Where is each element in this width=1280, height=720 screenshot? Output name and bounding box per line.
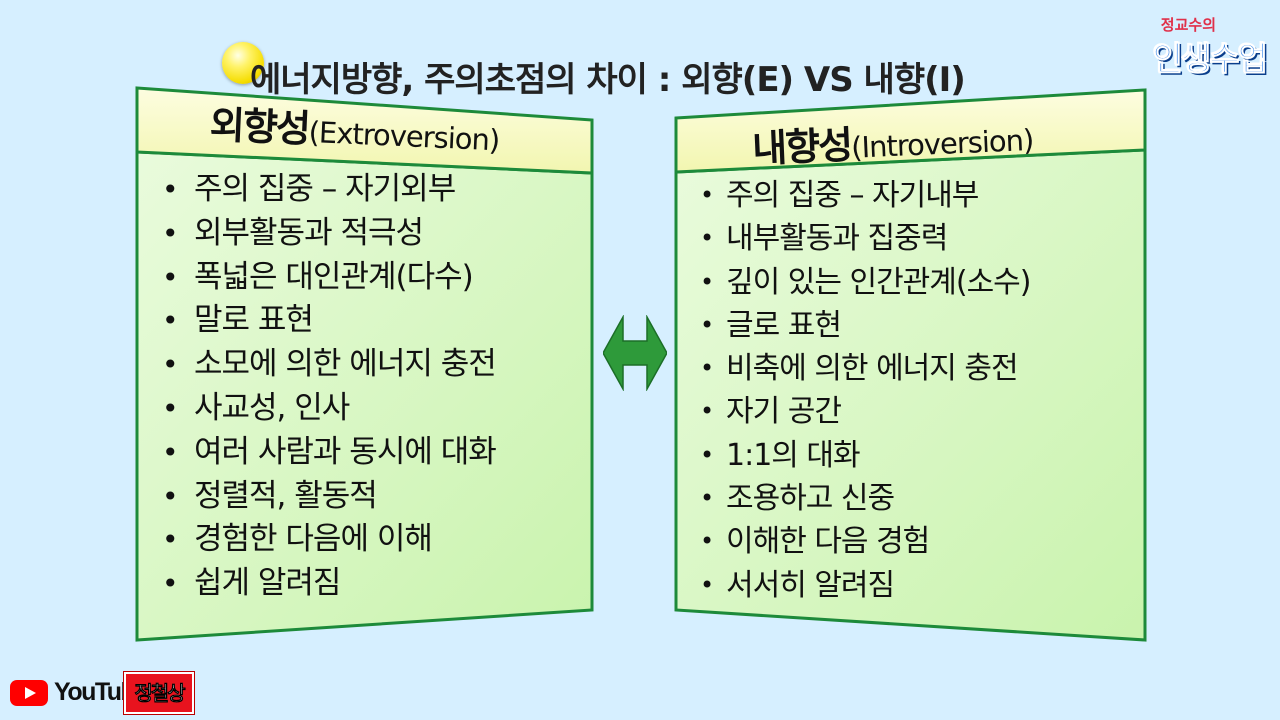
logo-big-text: 인생수업 <box>1152 39 1268 79</box>
list-item: 정렬적, 활동적 <box>160 475 496 519</box>
list-item: 주의 집중 – 자기내부 <box>698 174 1030 218</box>
list-item: 폭넓은 대인관계(다수) <box>160 256 496 300</box>
list-item: 1:1의 대화 <box>698 434 1030 478</box>
right-panel-header <box>674 88 1147 174</box>
channel-logo: 정교수의 인생수업 <box>1136 14 1268 79</box>
list-item: 비축에 의한 에너지 충전 <box>698 347 1030 391</box>
left-heading-en: (Extroversion) <box>307 115 500 158</box>
brand-badge: 정철상 <box>124 672 194 714</box>
list-item: 내부활동과 집중력 <box>698 217 1030 261</box>
double-arrow-icon <box>603 315 667 391</box>
lightbulb-icon <box>222 42 264 84</box>
list-item: 여러 사람과 동시에 대화 <box>160 431 497 475</box>
list-item: 서서히 알려짐 <box>698 564 1030 608</box>
list-item: 깊이 있는 인간관계(소수) <box>698 261 1031 305</box>
list-item: 글로 표현 <box>698 304 1030 348</box>
list-item: 사교성, 인사 <box>160 387 496 431</box>
youtube-icon <box>10 680 48 706</box>
logo-small-text: 정교수의 <box>1160 16 1216 34</box>
extroversion-list: 주의 집중 – 자기외부 외부활동과 적극성 폭넓은 대인관계(다수) 말로 표… <box>160 168 497 606</box>
left-panel-header <box>135 86 594 175</box>
list-item: 조용하고 신중 <box>698 477 1030 521</box>
right-heading-en: (Introversion) <box>850 122 1034 165</box>
left-heading-ko: 외향성 <box>209 102 310 151</box>
page-title: 에너지방향, 주의초점의 차이 : 외향(E) VS 내향(I) <box>250 60 966 100</box>
list-item: 외부활동과 적극성 <box>160 212 496 256</box>
right-heading-ko: 내향성 <box>751 122 853 172</box>
list-item: 소모에 의한 에너지 충전 <box>160 343 497 387</box>
introversion-list: 주의 집중 – 자기내부 내부활동과 집중력 깊이 있는 인간관계(소수) 글로… <box>698 174 1031 608</box>
list-item: 경험한 다음에 이해 <box>160 518 496 562</box>
list-item: 주의 집중 – 자기외부 <box>160 168 496 212</box>
list-item: 말로 표현 <box>160 299 496 343</box>
list-item: 자기 공간 <box>698 390 1030 434</box>
list-item: 쉽게 알려짐 <box>160 562 496 606</box>
list-item: 이해한 다음 경험 <box>698 520 1030 564</box>
